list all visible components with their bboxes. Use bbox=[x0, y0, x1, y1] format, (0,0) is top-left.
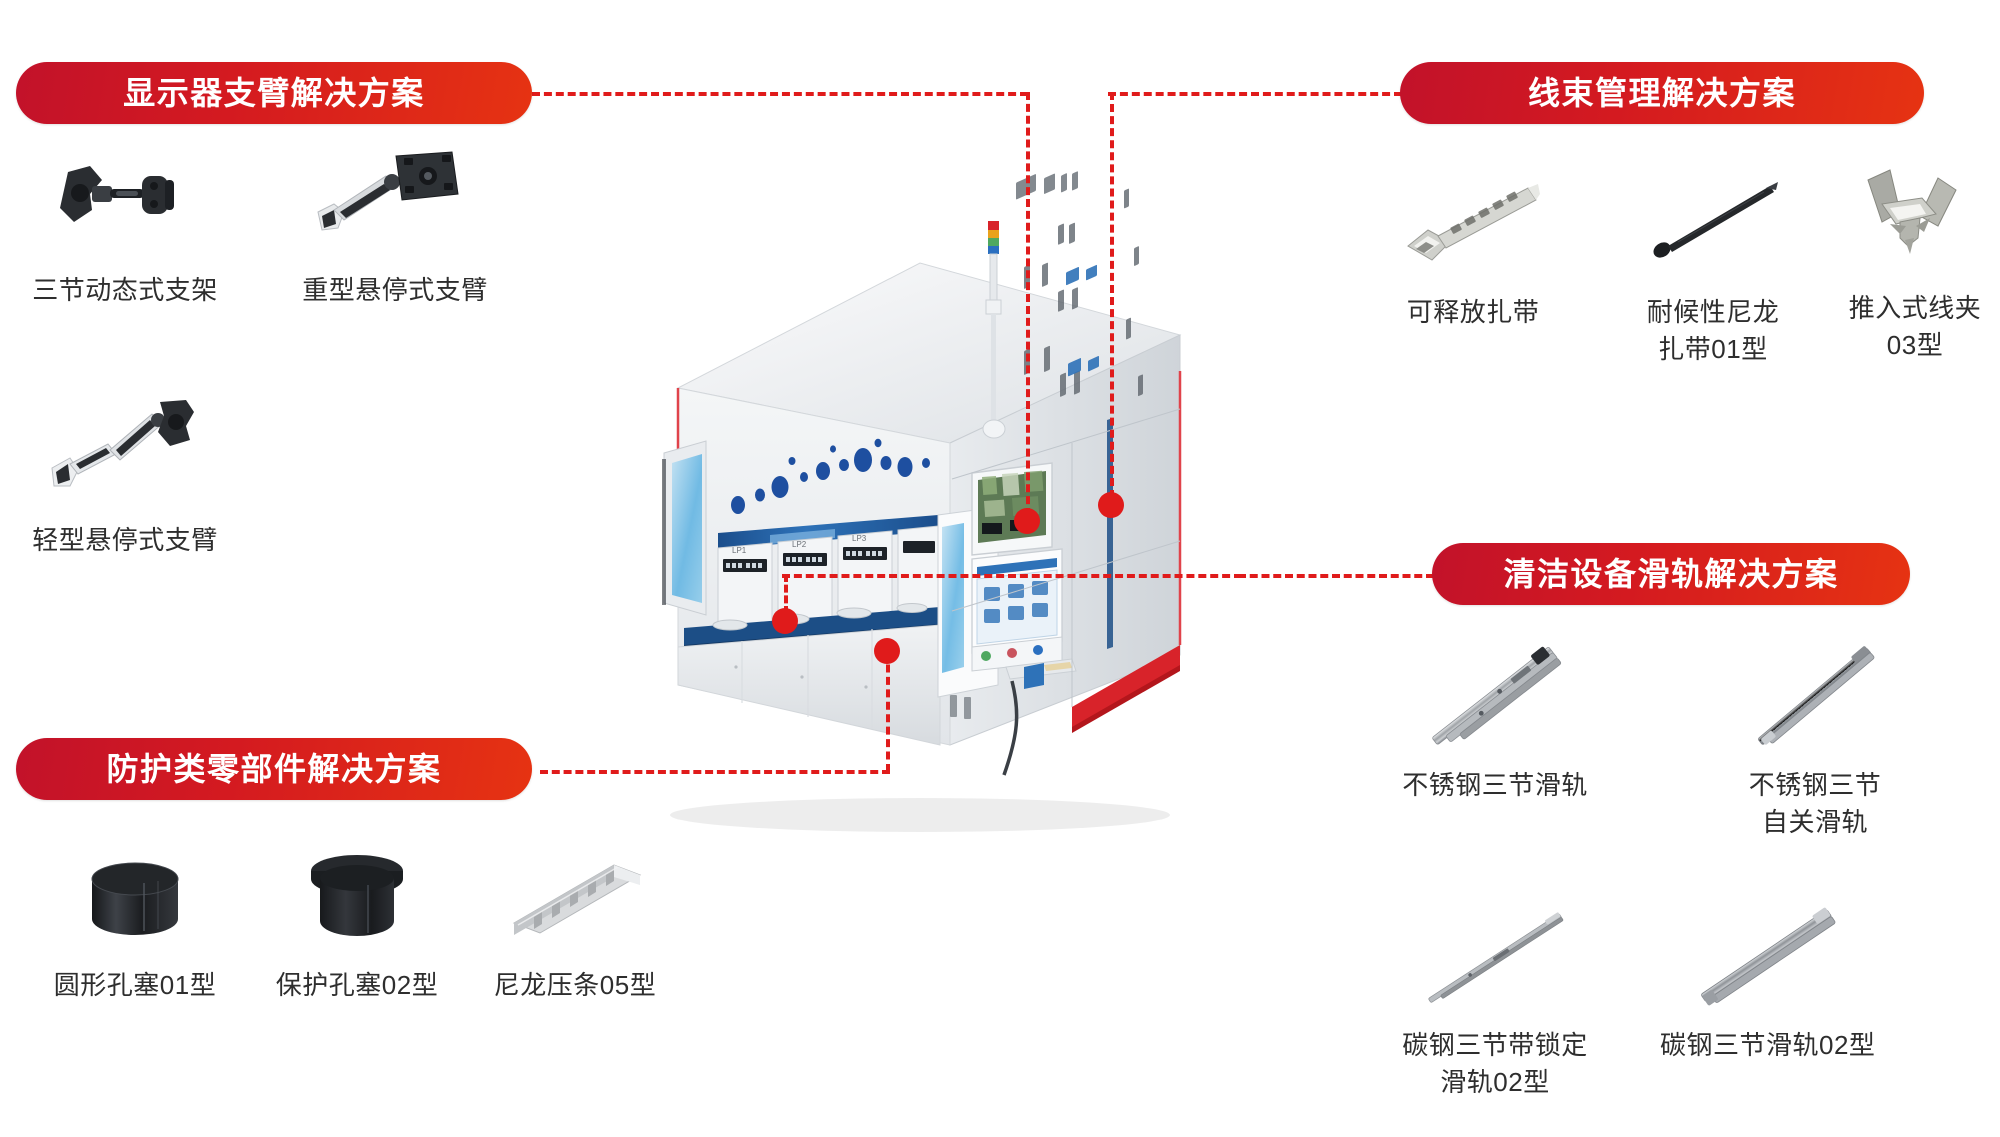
carbon-steel-3-section-slide-icon bbox=[1673, 905, 1863, 1015]
connector-dot-monitor-arm bbox=[1014, 508, 1040, 534]
product-card-nylon-edge-trim[interactable]: 尼龙压条05型 bbox=[480, 845, 670, 1004]
stainless-3-section-slide-icon bbox=[1400, 645, 1590, 755]
product-label: 保护孔塞02型 bbox=[275, 970, 439, 1000]
product-card-heavy-duty-arm[interactable]: 重型悬停式支臂 bbox=[300, 150, 490, 309]
banner-label: 显示器支臂解决方案 bbox=[123, 75, 425, 111]
product-label: 耐候性尼龙 扎带01型 bbox=[1646, 297, 1780, 364]
banner-cleaning-equipment-slide-rail-solution[interactable]: 清洁设备滑轨解决方案 bbox=[1432, 543, 1910, 605]
connector-monitor-arm-vertical bbox=[1026, 92, 1030, 516]
light-duty-gas-spring-arm-icon bbox=[30, 400, 220, 510]
connector-dot-cable-management bbox=[1098, 492, 1124, 518]
stainless-3-section-self-close-slide-icon bbox=[1720, 645, 1910, 755]
product-label: 可释放扎带 bbox=[1406, 297, 1540, 327]
weather-resistant-nylon-tie-icon bbox=[1618, 172, 1808, 282]
product-card-carbon-steel-3-section-slide[interactable]: 碳钢三节滑轨02型 bbox=[1660, 905, 1875, 1064]
connector-slide-rail-horizontal bbox=[1238, 574, 1434, 578]
product-label: 圆形孔塞01型 bbox=[53, 970, 217, 1000]
product-card-light-duty-arm[interactable]: 轻型悬停式支臂 bbox=[30, 400, 220, 559]
product-label: 轻型悬停式支臂 bbox=[32, 525, 218, 555]
product-card-stainless-self-closing-slide[interactable]: 不锈钢三节 自关滑轨 bbox=[1700, 645, 1930, 841]
svg-text:LP1: LP1 bbox=[732, 546, 747, 555]
connector-monitor-arm-horizontal bbox=[532, 92, 1028, 96]
product-label: 尼龙压条05型 bbox=[493, 970, 657, 1000]
connector-dot-loadport bbox=[772, 608, 798, 634]
cleaning-equipment-illustration: LP1 LP2 LP3 bbox=[620, 171, 1280, 845]
banner-monitor-arm-solution[interactable]: 显示器支臂解决方案 bbox=[16, 62, 532, 124]
connector-dot-protective-parts bbox=[874, 638, 900, 664]
product-card-weather-resistant-nylon-tie[interactable]: 耐候性尼龙 扎带01型 bbox=[1598, 172, 1828, 368]
banner-label: 清洁设备滑轨解决方案 bbox=[1503, 556, 1839, 592]
product-label: 重型悬停式支臂 bbox=[302, 275, 488, 305]
connector-loadport-horizontal bbox=[782, 574, 1242, 578]
carbon-steel-locking-slide-icon bbox=[1400, 905, 1590, 1015]
product-card-three-section-dynamic-bracket[interactable]: 三节动态式支架 bbox=[30, 150, 220, 309]
product-card-releasable-cable-tie[interactable]: 可释放扎带 bbox=[1378, 172, 1568, 331]
product-label: 三节动态式支架 bbox=[32, 275, 218, 305]
push-mount-cable-clip-icon bbox=[1820, 168, 2000, 278]
protective-hole-plug-icon bbox=[262, 845, 452, 955]
product-label: 不锈钢三节 自关滑轨 bbox=[1748, 770, 1882, 837]
product-card-protective-hole-plug[interactable]: 保护孔塞02型 bbox=[262, 845, 452, 1004]
releasable-cable-tie-icon bbox=[1378, 172, 1568, 282]
nylon-edge-trim-icon bbox=[480, 845, 670, 955]
monitor-arm-wall-mount-icon bbox=[30, 150, 220, 260]
round-hole-plug-icon bbox=[40, 845, 230, 955]
product-label: 碳钢三节带锁定 滑轨02型 bbox=[1402, 1030, 1588, 1097]
product-card-round-hole-plug[interactable]: 圆形孔塞01型 bbox=[40, 845, 230, 1004]
connector-loadport-vertical bbox=[784, 574, 788, 614]
product-card-carbon-steel-locking-slide[interactable]: 碳钢三节带锁定 滑轨02型 bbox=[1380, 905, 1610, 1101]
banner-label: 线束管理解决方案 bbox=[1527, 75, 1796, 111]
connector-protective-parts-vertical bbox=[886, 652, 890, 772]
product-label: 碳钢三节滑轨02型 bbox=[1660, 1030, 1876, 1060]
product-label: 不锈钢三节滑轨 bbox=[1402, 770, 1588, 800]
connector-cable-management-horizontal bbox=[1108, 92, 1402, 96]
product-label: 推入式线夹 03型 bbox=[1848, 293, 1982, 360]
svg-text:LP2: LP2 bbox=[792, 540, 807, 549]
svg-text:LP3: LP3 bbox=[852, 534, 867, 543]
product-card-stainless-3-section-slide[interactable]: 不锈钢三节滑轨 bbox=[1400, 645, 1590, 804]
banner-label: 防护类零部件解决方案 bbox=[106, 751, 442, 787]
product-card-push-mount-cable-clip[interactable]: 推入式线夹 03型 bbox=[1800, 168, 2000, 364]
banner-protective-parts-solution[interactable]: 防护类零部件解决方案 bbox=[16, 738, 532, 800]
banner-cable-management-solution[interactable]: 线束管理解决方案 bbox=[1400, 62, 1924, 124]
heavy-duty-gas-spring-arm-icon bbox=[300, 150, 490, 260]
connector-protective-parts-horizontal bbox=[540, 770, 890, 774]
connector-cable-management-vertical bbox=[1110, 92, 1114, 498]
